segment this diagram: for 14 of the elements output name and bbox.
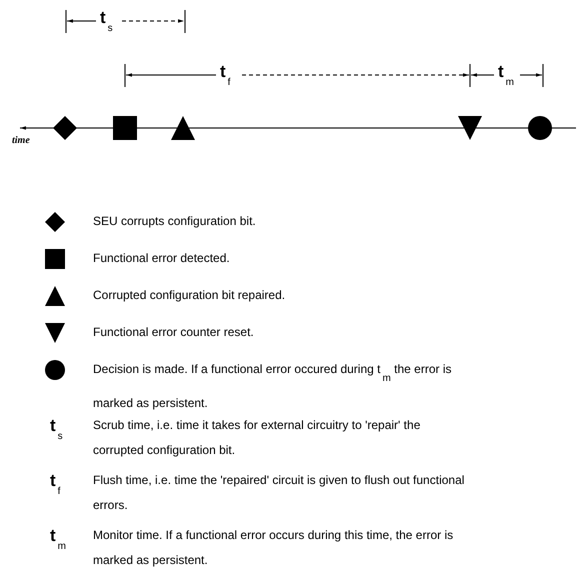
duration-label: t$_{f}$	[220, 63, 230, 90]
legend-text: Corrupted configuration bit repaired.	[93, 287, 286, 304]
legend-text: Flush time, i.e. time the 'repaired' circuit is given to flush out functional errors.	[93, 472, 466, 514]
legend-text: Scrub time, i.e. time it takes for external circuitry to 'repair' the corrupted configuration bit.	[93, 417, 422, 459]
legend-symbol: t$_{m}$	[50, 527, 66, 554]
legend-text: Monitor time. If a functional error occurs during this time, the error is marked as persistent.	[93, 527, 454, 567]
legend-text: Functional error detected.	[93, 250, 231, 267]
duration-label: t$_{m}$	[498, 63, 514, 90]
axis-label: time	[12, 134, 30, 148]
legend-text: Functional error counter reset.	[93, 324, 255, 341]
legend-symbol: t$_{f}$	[50, 472, 60, 499]
duration-label: t$_{s}$	[100, 9, 113, 36]
legend-symbol: t$_{s}$	[50, 417, 63, 444]
legend-text: SEU corrupts configuration bit.	[93, 213, 257, 230]
